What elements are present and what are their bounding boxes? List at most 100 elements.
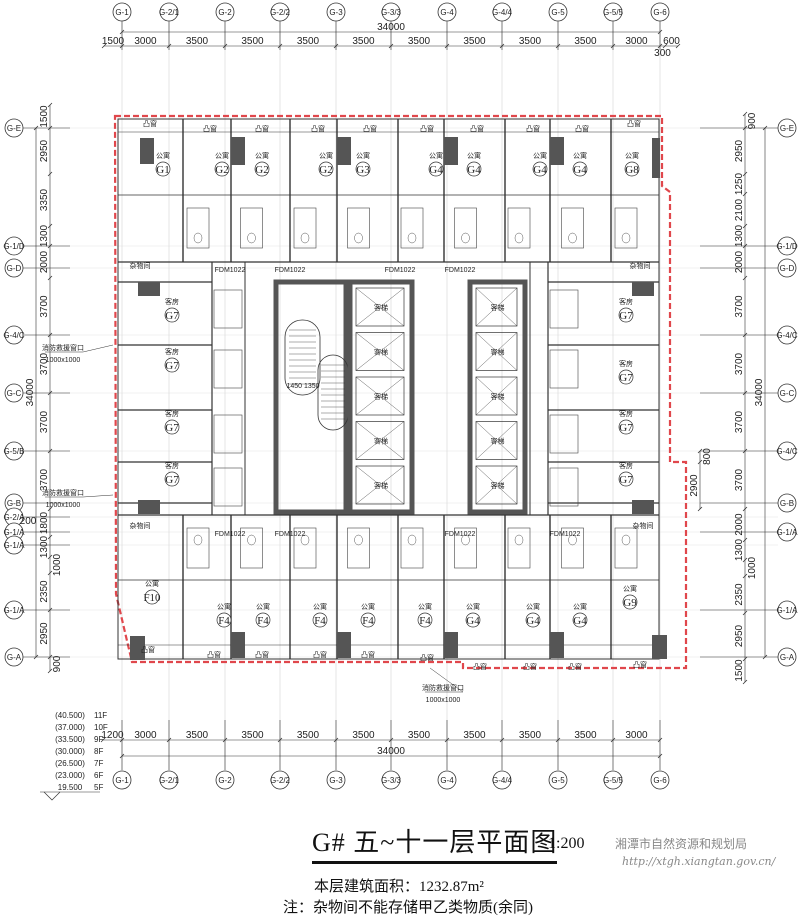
axis-label-left: G-B — [7, 499, 21, 508]
axis-label-top: G-3/3 — [381, 8, 402, 17]
room-type-label: 公寓 — [217, 602, 231, 611]
right-dim-text: 3700 — [734, 410, 745, 433]
axis-label-bottom-bubble — [270, 770, 290, 790]
room-code-circle — [318, 161, 334, 177]
top-dim-text: 3500 — [241, 36, 264, 47]
axis-label-bottom-bubble — [326, 770, 346, 790]
dim-tick — [47, 654, 53, 660]
elevator-cross — [355, 421, 405, 460]
axis-label-top: G-5 — [551, 8, 565, 17]
axis-label-top: G-4 — [440, 8, 454, 17]
bathroom — [549, 414, 579, 454]
room-code: G2 — [319, 164, 332, 176]
toilet-icon — [621, 232, 631, 244]
bay-window-label: 凸窗 — [207, 650, 221, 659]
bathroom — [293, 207, 317, 249]
elevator-label: 客梯 — [491, 303, 505, 312]
dim-tick — [47, 506, 53, 512]
dim-tick — [610, 737, 616, 743]
bathroom — [347, 207, 370, 249]
watermark-url: http://xtgh.xiangtan.gov.cn/ — [622, 855, 776, 868]
stair-dimension: 1450 1350 — [286, 383, 319, 390]
structural-column — [138, 282, 160, 296]
right-dim-text: 2950 — [734, 139, 745, 162]
right-dim-text: 1000 — [747, 556, 758, 579]
axis-label-left: G-5/B — [4, 447, 25, 456]
bay-window-label: 凸窗 — [473, 662, 487, 671]
toilet-icon — [407, 534, 417, 546]
elevation-value: (26.500) — [55, 759, 85, 768]
dim-tick — [333, 737, 339, 743]
axis-label-bottom: G-1 — [115, 776, 129, 785]
dim-tick — [33, 654, 39, 660]
toilet-icon — [514, 534, 524, 546]
room-type-label: 公寓 — [361, 602, 375, 611]
bathroom — [186, 207, 210, 249]
room-code: G4 — [573, 164, 587, 176]
bathroom — [549, 467, 579, 507]
right-dim-text: 2100 — [734, 198, 745, 221]
axis-label-left-bubble — [4, 325, 24, 345]
dim-tick — [555, 43, 561, 49]
axis-label-right: G-4/C — [776, 331, 798, 340]
axis-label-right-bubble — [777, 325, 797, 345]
axis-label-right-bubble — [777, 647, 797, 667]
top-dim-text: 3500 — [519, 36, 542, 47]
top-dim-text: 300 — [654, 48, 671, 59]
bay-window-label: 凸窗 — [141, 645, 155, 654]
toilet-icon — [568, 232, 577, 244]
axis-label-left: G-A — [7, 653, 22, 662]
room-code-circle — [255, 612, 271, 628]
toilet-icon — [247, 534, 256, 546]
bay-window-label: 凸窗 — [255, 124, 269, 133]
axis-label-bottom-bubble — [215, 770, 235, 790]
elevator-label: 客梯 — [491, 481, 505, 490]
bathroom — [454, 527, 477, 569]
bottom-dim-text: 3500 — [297, 730, 320, 741]
top-dim-text: 3500 — [352, 36, 375, 47]
dim-tick — [47, 534, 53, 540]
dim-tick — [499, 43, 505, 49]
room-code-circle — [465, 612, 481, 628]
dim-tick — [47, 275, 53, 281]
elevator-car — [355, 332, 405, 371]
room-type-label: 公寓 — [526, 602, 540, 611]
top-dim-text: 3000 — [134, 36, 157, 47]
rescue-window-label: 消防救援窗口 — [422, 683, 464, 692]
room-code: G8 — [625, 164, 639, 176]
elevator-car — [355, 287, 405, 327]
axis-label-left: G-4/C — [3, 331, 25, 340]
room-type-label: 公寓 — [573, 151, 587, 160]
floor-area: 本层建筑面积：1232.87m² — [314, 879, 484, 895]
elevation-floor: 11F — [94, 711, 107, 720]
room-type-label: 公寓 — [573, 602, 587, 611]
axis-label-right-bubble — [777, 493, 797, 513]
room-type-label: 公寓 — [319, 151, 333, 160]
elevator-label: 客梯 — [491, 348, 505, 357]
top-dim-text: 600 — [663, 36, 680, 47]
bathroom — [293, 527, 317, 569]
axis-label-top-bubble — [650, 2, 670, 22]
bay-window-label: 凸窗 — [143, 119, 157, 128]
axis-label-right-bubble — [777, 441, 797, 461]
right-dim-text: 900 — [747, 112, 758, 129]
top-dim-text: 3500 — [297, 36, 320, 47]
dim-tick — [47, 332, 53, 338]
axis-label-right: G-1/D — [776, 242, 798, 251]
elevation-value: (33.500) — [55, 735, 85, 744]
axis-label-bottom: G-2/2 — [270, 776, 291, 785]
structural-column — [130, 636, 145, 660]
axis-label-bottom: G-4/4 — [492, 776, 513, 785]
dim-tick — [47, 668, 53, 674]
drawing-note: 注：杂物间不能存储甲乙类物质(余同) — [283, 900, 533, 916]
dim-tick — [742, 191, 748, 197]
room-code-circle — [312, 612, 328, 628]
bay-window-label: 凸窗 — [568, 662, 582, 671]
room-code-circle — [572, 612, 588, 628]
title-block: G# 五~十一层平面图 — [312, 822, 558, 864]
dim-tick — [388, 43, 394, 49]
room-code-circle — [164, 471, 180, 487]
left-dim-text: 3700 — [39, 468, 50, 491]
room-code: G1 — [156, 164, 169, 176]
